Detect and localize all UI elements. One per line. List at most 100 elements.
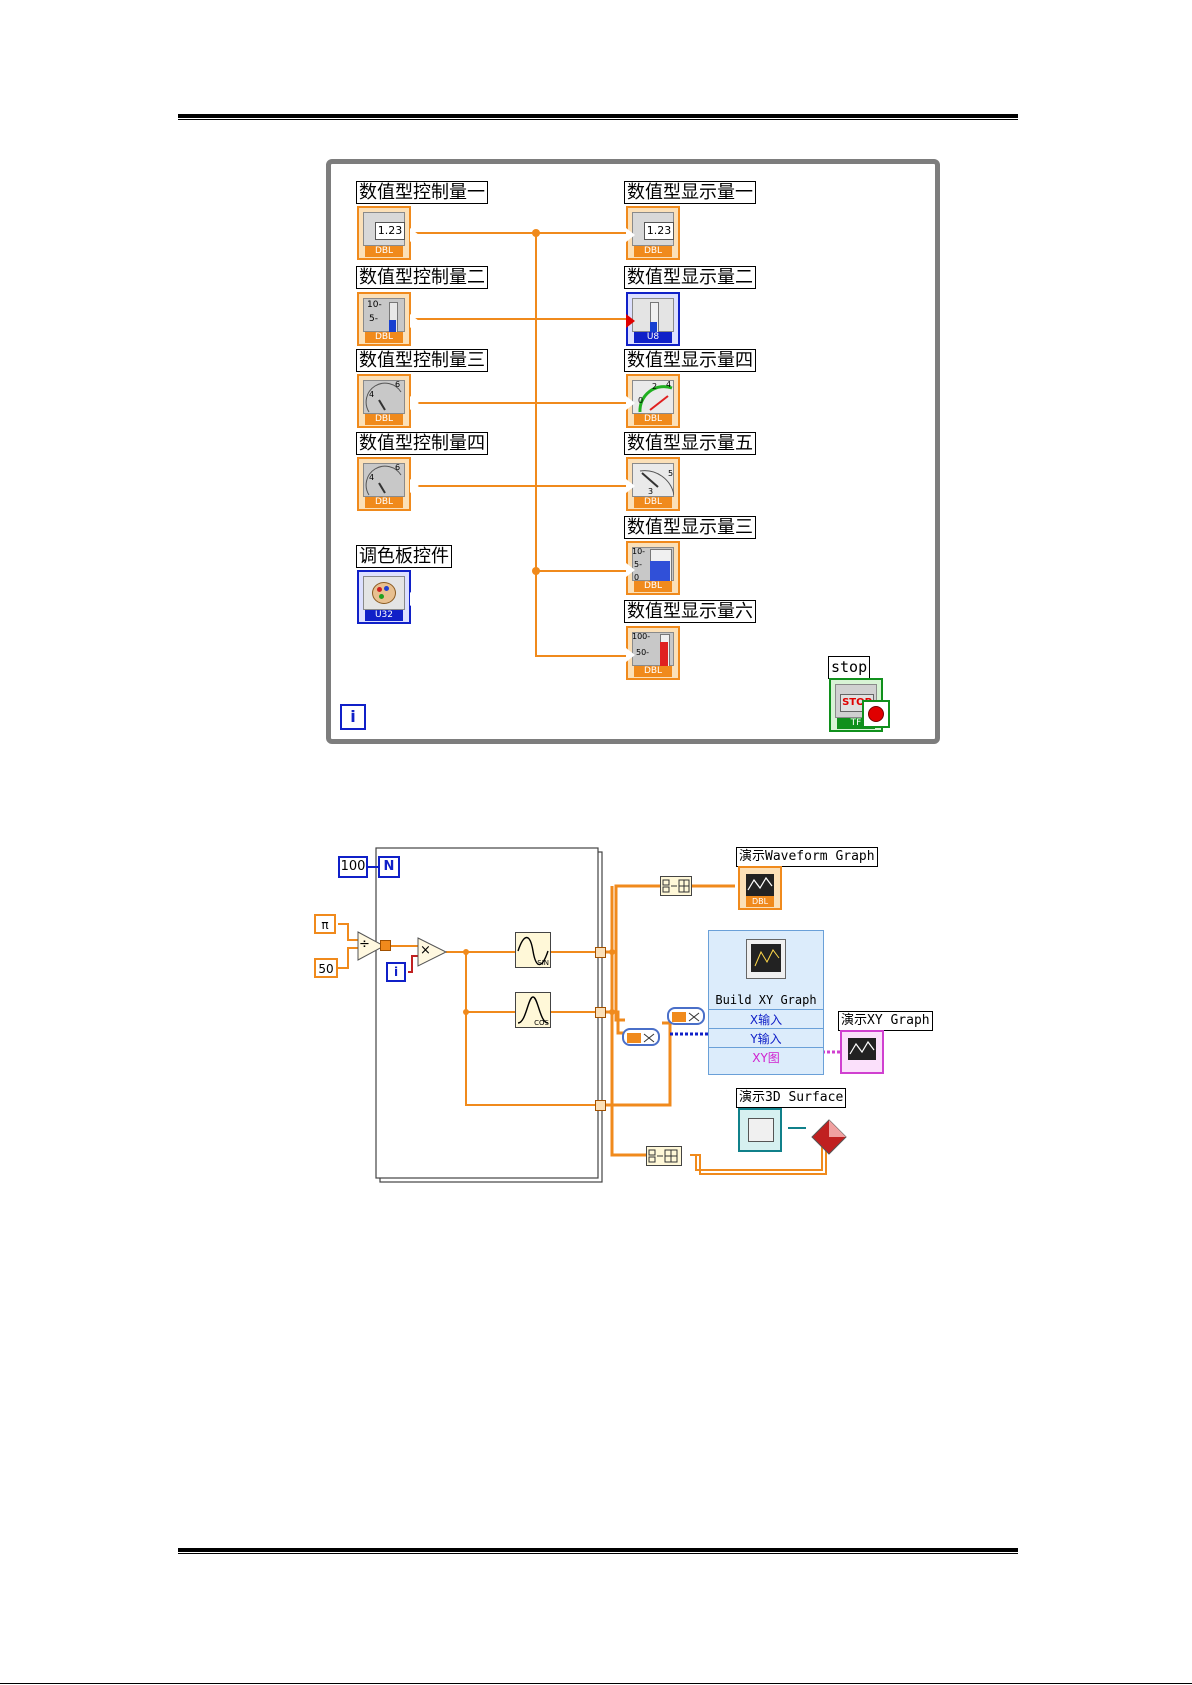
3d-surface-icon xyxy=(810,1118,848,1156)
loop-tunnel xyxy=(595,1100,606,1111)
numeric-value: 1.23 xyxy=(644,222,674,240)
cos-label: COS xyxy=(534,1019,549,1027)
repr-tag: DBL xyxy=(365,497,403,508)
repr-tag: DBL xyxy=(634,581,672,592)
loop-condition-icon[interactable] xyxy=(862,700,890,728)
stop-label: stop xyxy=(828,656,870,679)
sin-label: SIN xyxy=(537,959,549,967)
y-input-label: Y输入 xyxy=(709,1030,823,1047)
palette-icon xyxy=(372,582,396,604)
repr-tag: DBL xyxy=(634,497,672,508)
wire-3 xyxy=(411,402,637,404)
output-arrow-icon xyxy=(410,479,419,493)
slide-control-2[interactable]: 10- 5- DBL xyxy=(357,292,411,346)
numeric-control-1[interactable]: 1.23 DBL xyxy=(357,206,411,260)
input-arrow-icon xyxy=(626,396,635,410)
input-arrow-icon xyxy=(626,648,635,662)
convert-icon xyxy=(624,1031,658,1045)
waveform-graph-label: 演示Waveform Graph xyxy=(736,847,878,867)
numeric-value: 1.23 xyxy=(375,222,405,240)
repr-tag: U8 xyxy=(634,332,672,343)
surface-label: 演示3D Surface xyxy=(736,1088,846,1108)
build-array-icon xyxy=(647,1147,681,1165)
tick-label: 50- xyxy=(636,648,649,657)
count-constant[interactable]: 100 xyxy=(338,856,368,878)
surface-terminal xyxy=(738,1108,782,1152)
loop-tunnel xyxy=(595,947,606,958)
output-arrow-icon xyxy=(410,592,419,606)
control-label-4: 数值型控制量四 xyxy=(356,432,488,455)
thermometer-indicator-6: 100- 50- DBL xyxy=(626,626,680,680)
input-arrow-icon xyxy=(626,563,635,577)
wire-5 xyxy=(535,570,637,572)
pi-constant[interactable]: π xyxy=(314,914,336,934)
tick-label: 4 xyxy=(666,380,671,389)
indicator-label-6: 数值型显示量六 xyxy=(624,600,756,623)
iteration-terminal: i xyxy=(386,962,406,982)
loop-tunnel xyxy=(380,940,391,951)
build-array-icon xyxy=(661,877,691,895)
indicator-label-2: 数值型显示量二 xyxy=(624,266,756,289)
knob-control-4[interactable]: 4 6 DBL xyxy=(357,457,411,511)
cosine-function[interactable]: COS xyxy=(515,992,551,1028)
build-xy-graph-vi[interactable]: Build XY Graph X输入 Y输入 XY图 xyxy=(708,930,824,1075)
tick-label: 3 xyxy=(648,487,653,496)
tank-indicator-3: 10- 5- 0 DBL xyxy=(626,541,680,595)
3d-surface-object xyxy=(810,1118,848,1156)
input-arrow-icon xyxy=(626,479,635,493)
convert-node[interactable] xyxy=(622,1028,660,1046)
slide-fill xyxy=(650,322,657,332)
gauge-indicator-5: 3 5 DBL xyxy=(626,457,680,511)
tick-label: 100- xyxy=(632,632,650,641)
numeric-indicator-1: 1.23 DBL xyxy=(626,206,680,260)
input-arrow-icon xyxy=(626,228,635,242)
thermo-fill xyxy=(660,642,668,666)
x-input-label: X输入 xyxy=(709,1011,823,1028)
repr-tag: DBL xyxy=(634,666,672,677)
wire-junction xyxy=(532,567,540,575)
control-label-1: 数值型控制量一 xyxy=(356,181,488,204)
knob-control-3[interactable]: 4 6 DBL xyxy=(357,374,411,428)
divisor-constant[interactable]: 50 xyxy=(314,958,338,978)
surface-icon xyxy=(748,1118,774,1142)
build-array-node[interactable] xyxy=(646,1146,682,1166)
xy-graph-icon xyxy=(746,939,786,979)
slide-fill xyxy=(389,320,396,332)
output-arrow-icon xyxy=(410,396,419,410)
convert-node[interactable] xyxy=(667,1007,705,1025)
graph-icon xyxy=(746,874,774,896)
wire-count xyxy=(368,866,378,868)
indicator-label-3: 数值型显示量四 xyxy=(624,349,756,372)
wire-1 xyxy=(411,232,637,234)
convert-icon xyxy=(669,1010,703,1024)
color-box-control[interactable]: U32 xyxy=(357,570,411,624)
control-label-2: 数值型控制量二 xyxy=(356,266,488,289)
xy-graph-terminal xyxy=(840,1030,884,1074)
tick-label: 6 xyxy=(395,463,400,472)
sine-function[interactable]: SIN xyxy=(515,932,551,968)
tick-label: 10- xyxy=(367,300,382,310)
indicator-label-5: 数值型显示量三 xyxy=(624,516,756,539)
iteration-terminal: i xyxy=(340,704,366,730)
slide-indicator-2: U8 xyxy=(626,292,680,346)
xy-graph-output-label: XY图 xyxy=(709,1049,823,1066)
footer-rule xyxy=(178,1548,1018,1554)
count-terminal: N xyxy=(378,856,400,878)
repr-tag: U32 xyxy=(365,610,403,621)
multiply-symbol: × xyxy=(420,943,431,958)
repr-tag: DBL xyxy=(365,246,403,257)
tick-label: 5- xyxy=(369,314,378,324)
tick-label: 5 xyxy=(668,469,673,478)
xy-graph-label: 演示XY Graph xyxy=(838,1011,933,1031)
build-array-node[interactable] xyxy=(660,876,692,896)
header-rule xyxy=(178,114,1018,120)
tick-label: 4 xyxy=(369,390,374,399)
tick-label: 4 xyxy=(369,473,374,482)
tank-fill xyxy=(650,561,670,581)
control-label-5: 调色板控件 xyxy=(356,545,452,568)
wire-trunk xyxy=(535,232,537,656)
indicator-label-4: 数值型显示量五 xyxy=(624,432,756,455)
repr-tag: DBL xyxy=(634,246,672,257)
tick-label: 5- xyxy=(634,560,642,569)
tick-label: 0 xyxy=(638,396,643,405)
